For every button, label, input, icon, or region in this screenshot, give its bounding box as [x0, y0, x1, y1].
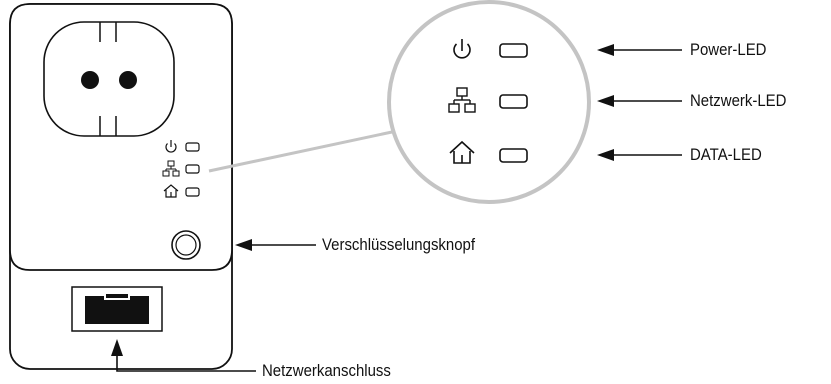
power-icon	[453, 39, 471, 59]
data-led	[499, 148, 528, 163]
network-icon	[448, 87, 476, 113]
power-led-small	[185, 142, 200, 152]
network-icon	[162, 160, 180, 177]
callout-circle	[387, 0, 591, 204]
arrow-power-led	[597, 44, 682, 56]
network-port[interactable]	[71, 286, 163, 332]
powerline-adapter	[9, 3, 233, 370]
arrow-network-port	[111, 339, 256, 372]
power-led	[499, 43, 528, 58]
encryption-button[interactable]	[171, 230, 201, 260]
home-icon	[163, 184, 179, 198]
socket-pin-hole-left	[81, 71, 99, 89]
network-led-label: Netzwerk-LED	[690, 91, 787, 110]
callout-connector	[208, 130, 393, 173]
home-icon	[449, 140, 475, 164]
data-led-label: DATA-LED	[690, 145, 762, 164]
encryption-button-label: Verschlüsselungsknopf	[322, 235, 476, 254]
data-led-small	[185, 187, 200, 197]
socket	[43, 21, 175, 137]
power-icon	[165, 140, 177, 153]
arrow-data-led	[597, 149, 682, 161]
network-port-label: Netzwerkanschluss	[262, 361, 391, 380]
socket-pin-hole-right	[119, 71, 137, 89]
arrow-encryption-button	[235, 239, 316, 251]
network-led-small	[185, 164, 200, 174]
network-led	[499, 94, 528, 109]
power-led-label: Power-LED	[690, 40, 767, 59]
arrow-network-led	[597, 95, 682, 107]
